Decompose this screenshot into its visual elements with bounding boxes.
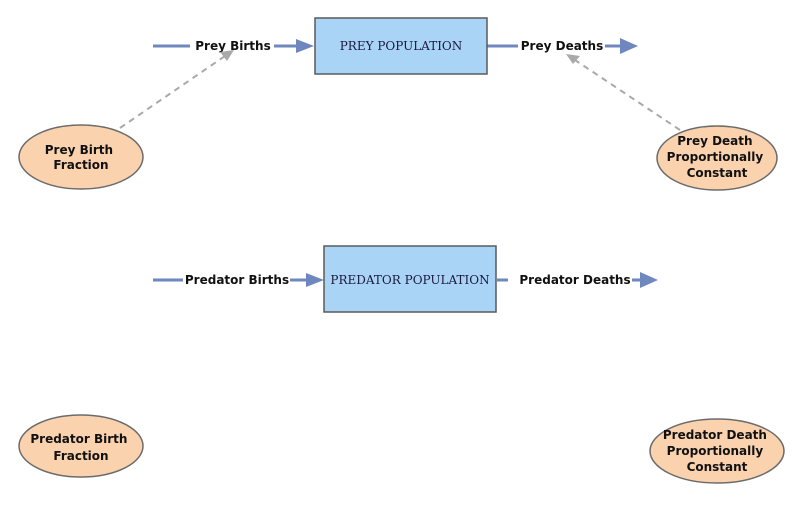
predator-population-label: PREDATOR POPULATION [330,273,489,287]
prey-death-constant-label: Prey Death Proportionally Constant [667,134,768,180]
prey-population-label: PREY POPULATION [340,39,463,53]
predator-death-constant-label: Predator Death Proportionally Constant [663,428,771,474]
prey-deaths-arrow-icon [620,38,638,54]
predator-births-arrow-icon [306,273,324,287]
prey-birth-fraction-ellipse [18,124,144,190]
prey-birth-link-line [119,55,226,129]
prey-death-constant-line-3: Constant [687,166,748,180]
predator-deaths-arrow-icon [640,272,658,288]
predator-births-label: Predator Births [185,273,289,287]
predator-deaths-label: Predator Deaths [519,273,630,287]
predator-birth-fraction-label: Predator Birth Fraction [30,432,131,463]
prey-birth-link [119,50,234,129]
prey-birth-link-arrow-icon [220,50,234,61]
prey-death-link [566,54,681,131]
predator-population-box [323,245,497,313]
prey-birth-fraction-parameter[interactable]: Prey Birth Fraction [18,124,144,190]
prey-death-constant-parameter[interactable]: Prey Death Proportionally Constant [656,125,778,191]
prey-birth-fraction-label: Prey Birth Fraction [45,143,118,172]
prey-birth-fraction-line-2: Fraction [53,158,108,172]
predator-births-flow[interactable]: Predator Births [153,273,324,287]
predator-birth-fraction-parameter[interactable]: Predator Birth Fraction [18,414,144,478]
prey-births-label: Prey Births [195,39,270,53]
predator-death-constant-ellipse [649,418,785,484]
predator-death-constant-line-3: Constant [687,460,748,474]
prey-births-flow[interactable]: Prey Births [153,39,314,53]
prey-population-box [314,17,488,75]
predator-death-constant-parameter[interactable]: Predator Death Proportionally Constant [649,418,785,484]
predator-death-constant-line-1: Predator Death [663,428,767,442]
predator-deaths-flow[interactable]: Predator Deaths [497,272,658,288]
prey-births-arrow-icon [296,39,314,53]
predator-birth-fraction-line-2: Fraction [53,449,108,463]
prey-death-constant-line-2: Proportionally [667,150,764,164]
prey-deaths-flow[interactable]: Prey Deaths [487,38,638,54]
prey-death-constant-ellipse [656,125,778,191]
prey-death-constant-line-1: Prey Death [677,134,752,148]
prey-deaths-label: Prey Deaths [521,39,603,53]
prey-birth-fraction-line-1: Prey Birth [45,143,113,157]
prey-death-link-arrow-icon [566,54,580,64]
prey-population-stock[interactable]: PREY POPULATION [314,17,488,75]
predator-population-stock[interactable]: PREDATOR POPULATION [323,245,497,313]
predator-death-constant-line-2: Proportionally [667,444,764,458]
predator-birth-fraction-ellipse [18,414,144,478]
prey-death-link-line [574,59,681,131]
predator-birth-fraction-line-1: Predator Birth [30,432,127,446]
